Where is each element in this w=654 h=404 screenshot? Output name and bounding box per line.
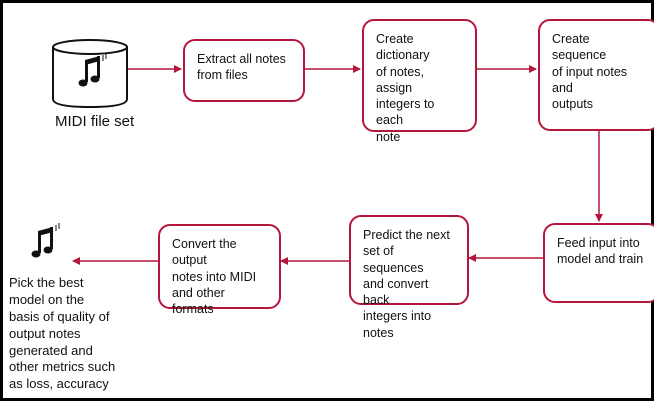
extract-notes-box: Extract all notes from files xyxy=(183,39,305,102)
database-icon xyxy=(52,39,128,109)
midi-file-set-label: MIDI file set xyxy=(55,113,135,130)
pick-best-model-text: Pick the best model on the basis of qual… xyxy=(9,275,116,392)
predict-next-box: Predict the next set of sequences and co… xyxy=(349,215,469,340)
music-note-icon xyxy=(78,53,107,87)
create-sequence-box: Create sequence of input notes and outpu… xyxy=(538,19,654,131)
flow-connectors xyxy=(31,39,603,265)
convert-output-box: Convert the output notes into MIDI and o… xyxy=(158,224,281,316)
music-note-icon xyxy=(31,223,60,258)
create-dictionary-box: Create dictionary of notes, assign integ… xyxy=(362,19,477,144)
feed-input-box: Feed input into model and train xyxy=(543,223,654,303)
